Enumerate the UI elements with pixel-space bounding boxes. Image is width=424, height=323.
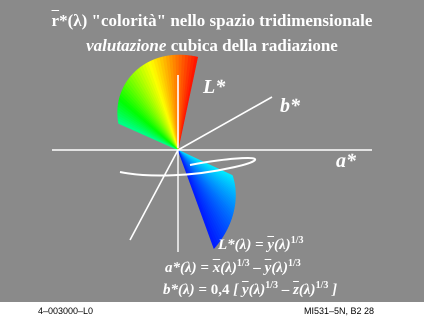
a-axis-label: a* <box>336 150 356 172</box>
b-axis-upper <box>177 96 273 151</box>
spectral-fan <box>117 54 236 250</box>
equation-a: a*(λ) = x(λ)1/3 – y(λ)1/3 <box>165 258 301 276</box>
equation-l: L*(λ) = y(λ)1/3 <box>218 235 304 253</box>
l-axis-label: L* <box>203 76 226 98</box>
footer-left: 4–003000–L0 <box>38 306 94 316</box>
b-axis-label: b* <box>280 95 300 117</box>
b-axis-lower <box>129 149 179 241</box>
slide-canvas: r*(λ) "colorità" nello spazio tridimensi… <box>0 0 424 302</box>
spectral-curve-loop <box>119 156 257 177</box>
fan-wedge-warm <box>117 120 179 151</box>
title-line-2: valutazione cubica della radiazione <box>86 36 338 55</box>
equation-b: b*(λ) = 0,4 [ y(λ)1/3 – z(λ)1/3 ] <box>163 280 338 298</box>
title-line-1: r*(λ) "colorità" nello spazio tridimensi… <box>51 11 373 30</box>
footer-right: MI531–5N, B2 28 <box>304 306 375 316</box>
color-locus-diagram <box>52 54 372 252</box>
